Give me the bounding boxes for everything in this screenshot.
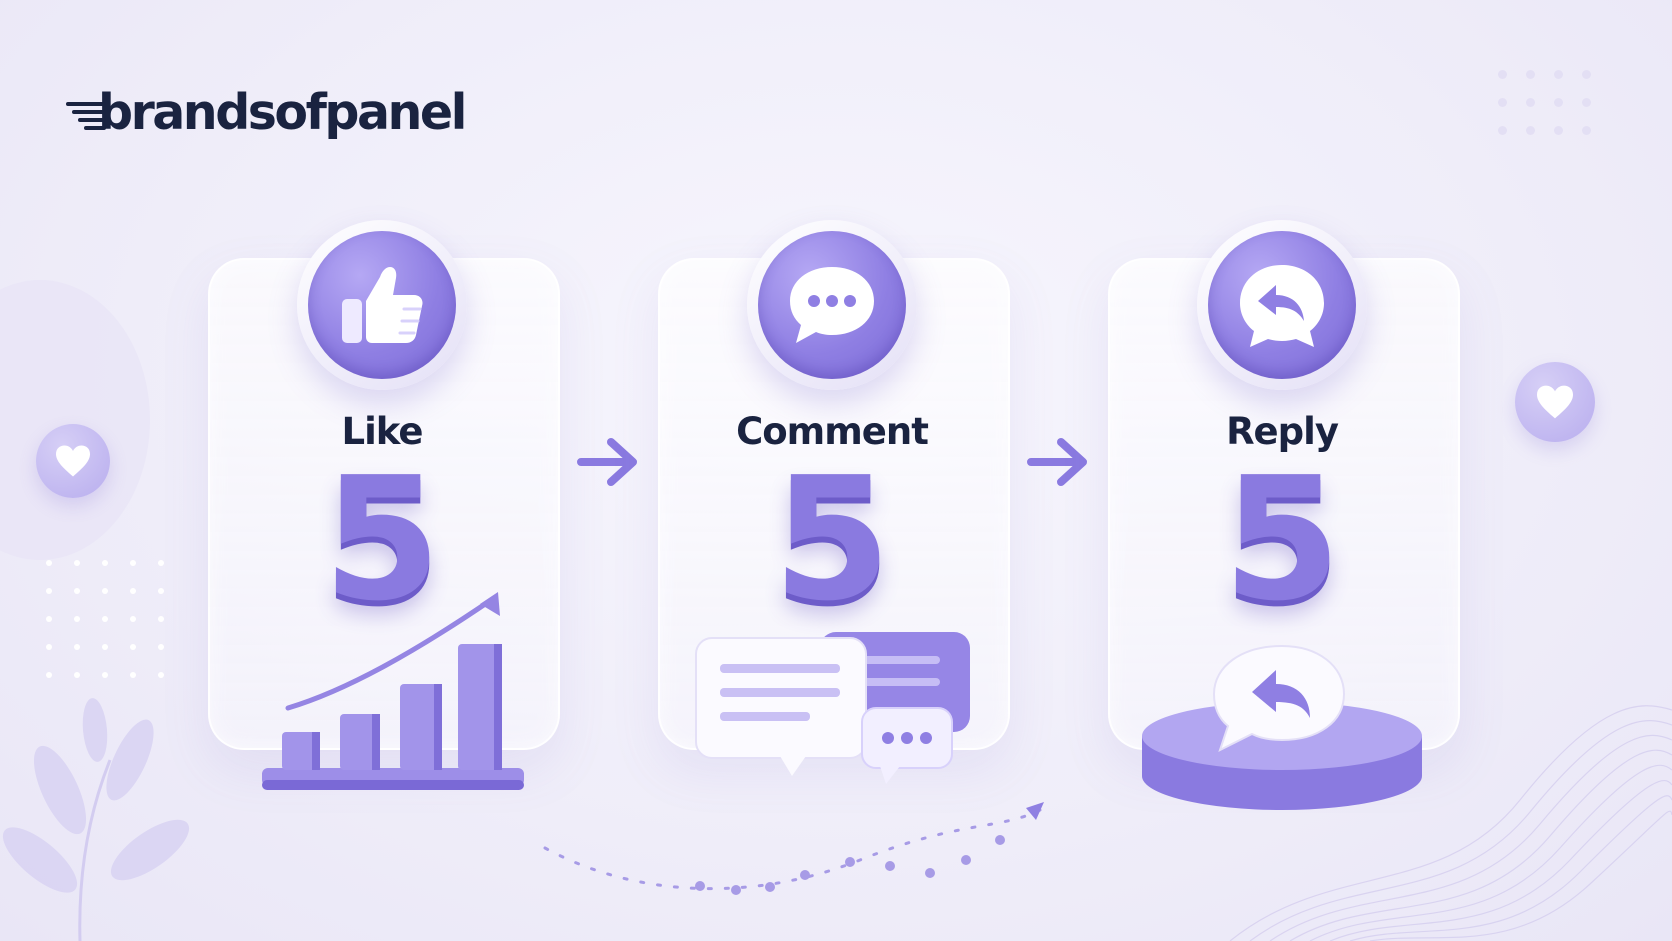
chat-bubbles-icon	[695, 632, 970, 784]
dot-grid-decoration	[46, 560, 186, 700]
thumbs-up-icon	[342, 267, 423, 343]
step-label: Like	[341, 410, 424, 453]
step-icon-badge	[1197, 220, 1367, 390]
brand-logo: brandsofpanel	[62, 82, 467, 142]
reply-icon	[1240, 265, 1324, 347]
growth-chart-icon	[262, 592, 524, 790]
arrow-right-icon	[1027, 438, 1087, 486]
dot-grid-decoration	[1498, 70, 1610, 154]
step-count: 5	[772, 441, 892, 639]
heart-icon	[1515, 362, 1595, 442]
step-icon-badge	[297, 220, 467, 390]
step-label: Reply	[1226, 410, 1339, 453]
step-label: Comment	[736, 410, 929, 453]
step-icon-badge	[747, 220, 917, 390]
step-count: 5	[322, 441, 442, 639]
brand-name: brandsofpanel	[98, 83, 467, 141]
arrow-right-icon	[577, 438, 637, 486]
chat-bubble-icon	[790, 267, 874, 343]
heart-icon	[36, 424, 110, 498]
reply-podium-icon	[1142, 644, 1422, 810]
speed-lines-icon	[62, 92, 106, 132]
step-count: 5	[1222, 441, 1342, 639]
